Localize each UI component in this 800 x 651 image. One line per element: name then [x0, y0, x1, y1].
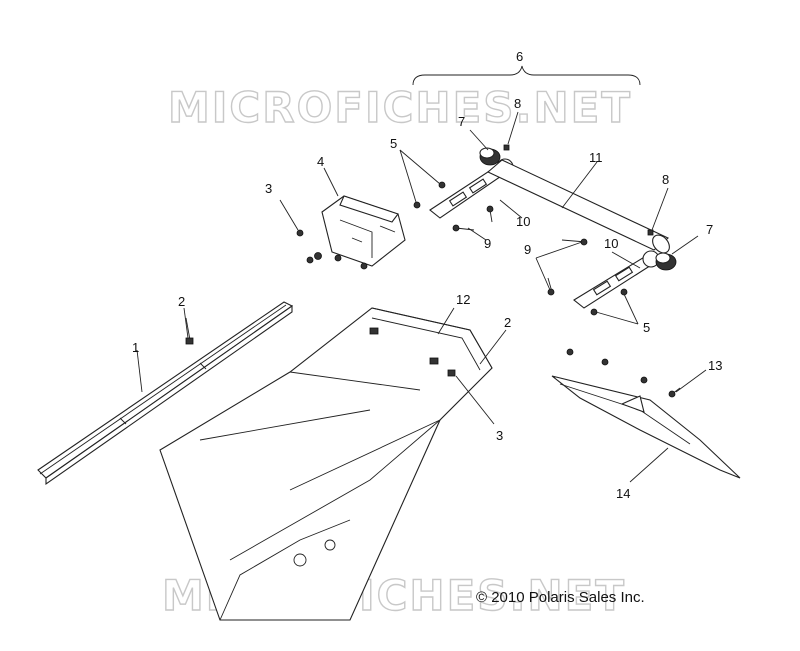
callout-11: 11	[589, 150, 603, 165]
callout-10b: 10	[604, 236, 618, 251]
callout-3a: 3	[265, 181, 272, 196]
screw-part-13	[668, 387, 681, 398]
callout-14: 14	[616, 486, 630, 501]
watermark-top: MICROFICHES.NET	[168, 83, 632, 132]
callout-5a: 5	[390, 136, 397, 151]
callout-12: 12	[456, 292, 470, 307]
screw-part-2a	[185, 317, 194, 345]
copyright-text: © 2010 Polaris Sales Inc.	[476, 589, 645, 606]
bolt-part-9a	[452, 205, 494, 232]
callout-1: 1	[132, 340, 139, 355]
leader-lines	[136, 111, 707, 483]
callout-9a: 9	[484, 236, 491, 251]
tunnel-part-12	[159, 307, 493, 621]
bracket-part-4	[306, 195, 406, 270]
callout-8a: 8	[514, 96, 521, 111]
cap-part-7a	[479, 147, 501, 166]
screw-part-3a	[296, 229, 304, 237]
screw-part-5a-2	[438, 181, 446, 189]
callout-5b: 5	[643, 320, 650, 335]
callout-10a: 10	[516, 214, 530, 229]
bolt-part-9b	[547, 238, 588, 296]
skid-part-14	[551, 348, 741, 479]
callout-6: 6	[516, 49, 523, 64]
tube-part-11	[486, 159, 670, 254]
callout-13: 13	[708, 358, 722, 373]
screw-part-2b	[447, 369, 456, 377]
callout-2b: 2	[504, 315, 511, 330]
callout-4: 4	[317, 154, 324, 169]
screw-part-5a-1	[413, 201, 421, 209]
callout-7a: 7	[458, 114, 465, 129]
callout-3b: 3	[496, 428, 503, 443]
callout-7b: 7	[706, 222, 713, 237]
arm-part-10b	[573, 250, 660, 309]
callout-8b: 8	[662, 172, 669, 187]
screw-part-8a	[503, 144, 510, 151]
screw-part-8b	[647, 229, 654, 236]
assembly-bracket	[412, 65, 641, 86]
rail-part-1	[37, 301, 294, 486]
cap-part-7b	[655, 252, 677, 271]
callout-9b: 9	[524, 242, 531, 257]
callout-2a: 2	[178, 294, 185, 309]
